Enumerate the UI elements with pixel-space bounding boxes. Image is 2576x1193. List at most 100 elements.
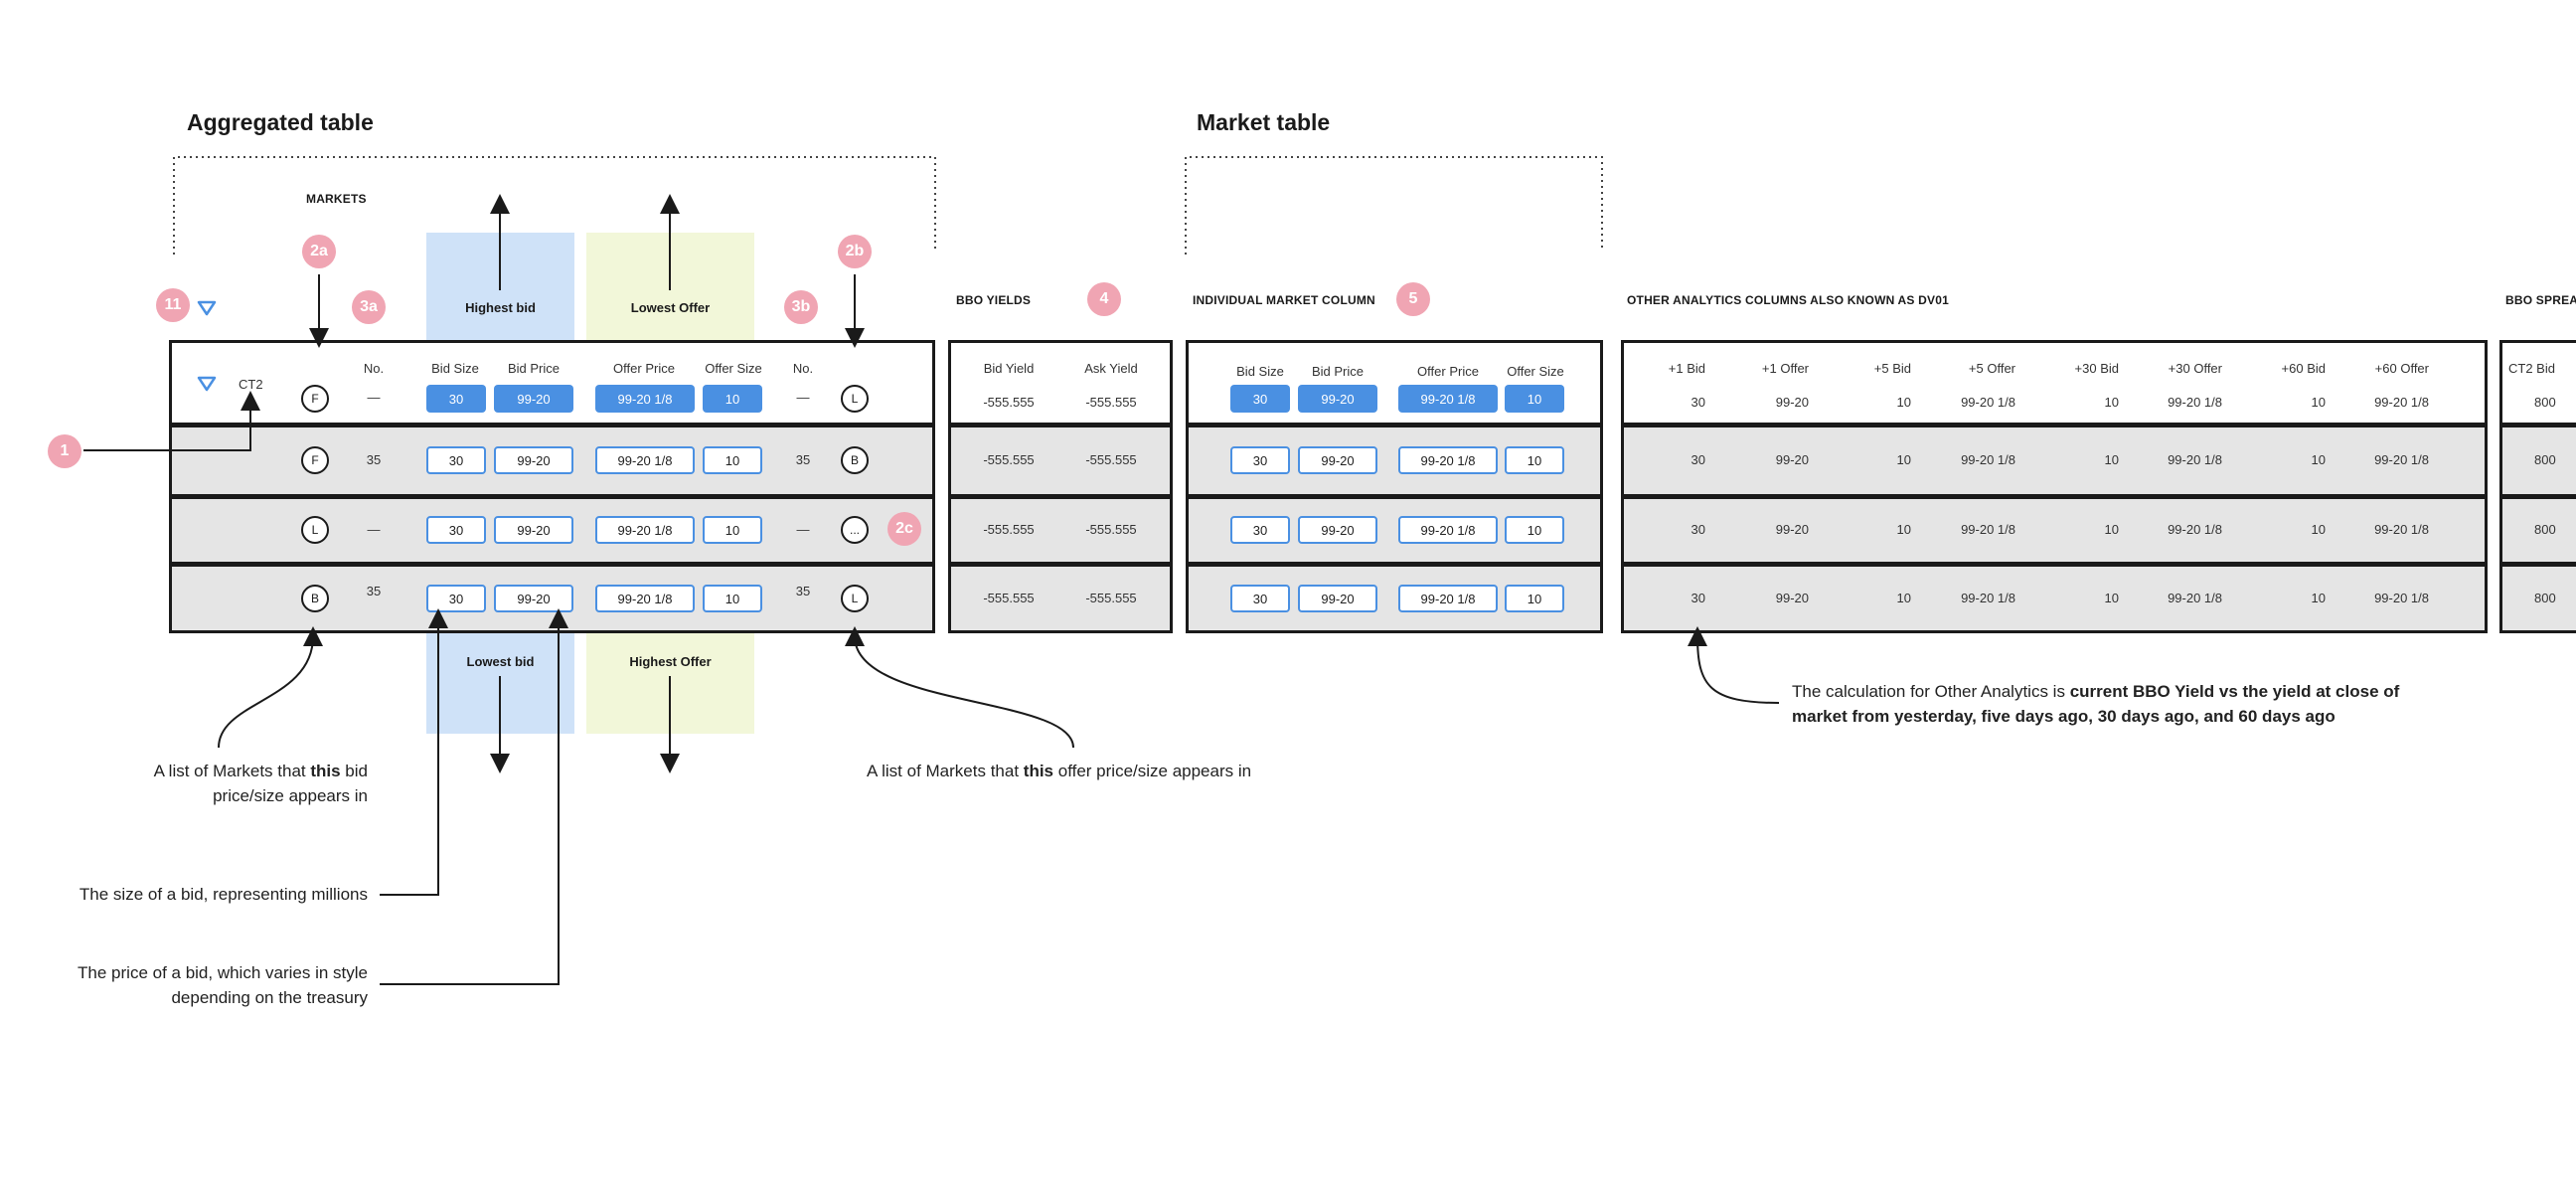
analytics-cell: 10 (2104, 452, 2119, 467)
yield-row-bg-3 (951, 567, 1170, 630)
no-left-cell: — (367, 522, 381, 537)
market-divider-2 (1186, 494, 1603, 499)
filter-icon[interactable] (197, 300, 217, 316)
bid-price-pill[interactable]: 99-20 (494, 385, 573, 413)
bid-yield-cell: -555.555 (983, 395, 1035, 410)
agg-divider-1 (169, 423, 935, 427)
note-bid-markets: A list of Markets that this bid price/si… (153, 762, 368, 805)
header-no-left: No. (363, 361, 385, 376)
market-tag[interactable]: L (841, 585, 869, 612)
market-offer-price-pill[interactable]: 99-20 1/8 (1398, 385, 1498, 413)
bid-size-pill[interactable]: 30 (426, 385, 486, 413)
offer-price-pill[interactable]: 99-20 1/8 (595, 585, 695, 612)
bid-size-pill[interactable]: 30 (426, 446, 486, 474)
market-tag[interactable]: L (301, 516, 329, 544)
market-bid-price-pill[interactable]: 99-20 (1298, 516, 1377, 544)
bid-size-pill[interactable]: 30 (426, 516, 486, 544)
analytics-cell: 10 (2104, 591, 2119, 605)
ask-yield-cell: -555.555 (1085, 522, 1137, 537)
spread-cell: 800 (2534, 522, 2556, 537)
ask-yield-cell: -555.555 (1085, 591, 1137, 605)
analytics-cell: 10 (1896, 452, 1911, 467)
analytics-cell: 10 (2104, 522, 2119, 537)
market-tag[interactable]: F (301, 385, 329, 413)
header-ask-yield: Ask Yield (1084, 361, 1138, 376)
analytics-cell: 10 (1896, 522, 1911, 537)
offer-price-pill[interactable]: 99-20 1/8 (595, 516, 695, 544)
market-header-offer-price: Offer Price (1417, 364, 1479, 379)
agg-divider-2 (169, 494, 935, 499)
market-bid-price-pill[interactable]: 99-20 (1298, 446, 1377, 474)
bid-yield-cell: -555.555 (983, 452, 1035, 467)
analytics-cell: 99-20 (1775, 522, 1809, 537)
market-offer-size-pill[interactable]: 10 (1505, 385, 1564, 413)
yield-divider-1 (948, 423, 1173, 427)
analytics-header: +60 Bid (2281, 361, 2326, 376)
bid-yield-cell: -555.555 (983, 522, 1035, 537)
market-tag[interactable]: B (841, 446, 869, 474)
lowest-bid-label: Lowest bid (466, 654, 535, 669)
analytics-cell: 99-20 1/8 (1961, 395, 2015, 410)
market-tag[interactable]: F (301, 446, 329, 474)
badge-3b: 3b (784, 290, 818, 324)
market-offer-size-pill[interactable]: 10 (1505, 585, 1564, 612)
market-offer-price-pill[interactable]: 99-20 1/8 (1398, 585, 1498, 612)
market-bid-price-pill[interactable]: 99-20 (1298, 585, 1377, 612)
analytics-row-bg-1 (1624, 426, 2485, 494)
market-offer-size-pill[interactable]: 10 (1505, 516, 1564, 544)
badge-4: 4 (1087, 282, 1121, 316)
no-left-cell: — (367, 390, 381, 405)
market-tag[interactable]: L (841, 385, 869, 413)
analytics-cell: 99-20 1/8 (2374, 522, 2429, 537)
spread-row-bg-3 (2502, 567, 2576, 630)
bid-price-pill[interactable]: 99-20 (494, 516, 573, 544)
analytics-cell: 99-20 1/8 (2168, 452, 2222, 467)
analytics-header: +5 Bid (1873, 361, 1911, 376)
market-divider-3 (1186, 562, 1603, 567)
bid-size-pill[interactable]: 30 (426, 585, 486, 612)
market-table-title: Market table (1197, 109, 1331, 135)
analytics-cell: 30 (1690, 452, 1705, 467)
analytics-header: +1 Bid (1668, 361, 1705, 376)
spread-cell: 800 (2534, 591, 2556, 605)
offer-size-pill[interactable]: 10 (703, 585, 762, 612)
market-tag[interactable]: B (301, 585, 329, 612)
offer-size-pill[interactable]: 10 (703, 446, 762, 474)
offer-size-pill[interactable]: 10 (703, 385, 762, 413)
analytics-cell: 99-20 1/8 (1961, 522, 2015, 537)
filter-icon-row[interactable] (197, 376, 217, 392)
highest-bid-label: Highest bid (465, 300, 536, 315)
market-tag-more[interactable]: ... (841, 516, 869, 544)
agg-divider-3 (169, 562, 935, 567)
analytics-divider-3 (1621, 562, 2488, 567)
spread-row-bg-2 (2502, 499, 2576, 562)
note-offer-markets: A list of Markets that this offer price/… (867, 762, 1252, 780)
markets-label: MARKETS (306, 192, 367, 206)
other-analytics-label: OTHER ANALYTICS COLUMNS ALSO KNOWN AS DV… (1627, 293, 1949, 307)
analytics-divider-1 (1621, 423, 2488, 427)
no-right-cell: 35 (795, 584, 811, 598)
analytics-header: +5 Offer (1968, 361, 2015, 376)
market-bid-size-pill[interactable]: 30 (1230, 446, 1290, 474)
offer-size-pill[interactable]: 10 (703, 516, 762, 544)
analytics-cell: 10 (1896, 395, 1911, 410)
ask-yield-cell: -555.555 (1085, 452, 1137, 467)
analytics-cell: 99-20 (1775, 452, 1809, 467)
analytics-header: +30 Offer (2168, 361, 2222, 376)
market-bid-size-pill[interactable]: 30 (1230, 516, 1290, 544)
no-left-cell: 35 (366, 452, 382, 467)
market-offer-price-pill[interactable]: 99-20 1/8 (1398, 446, 1498, 474)
bid-price-pill[interactable]: 99-20 (494, 585, 573, 612)
market-bid-size-pill[interactable]: 30 (1230, 585, 1290, 612)
market-offer-size-pill[interactable]: 10 (1505, 446, 1564, 474)
offer-price-pill[interactable]: 99-20 1/8 (595, 446, 695, 474)
badge-1: 1 (48, 434, 81, 468)
spread-cell: 800 (2534, 395, 2556, 410)
market-bid-size-pill[interactable]: 30 (1230, 385, 1290, 413)
bbo-spread-label: BBO SPREA (2505, 293, 2576, 307)
bid-price-pill[interactable]: 99-20 (494, 446, 573, 474)
offer-price-pill[interactable]: 99-20 1/8 (595, 385, 695, 413)
market-offer-price-pill[interactable]: 99-20 1/8 (1398, 516, 1498, 544)
market-bid-price-pill[interactable]: 99-20 (1298, 385, 1377, 413)
